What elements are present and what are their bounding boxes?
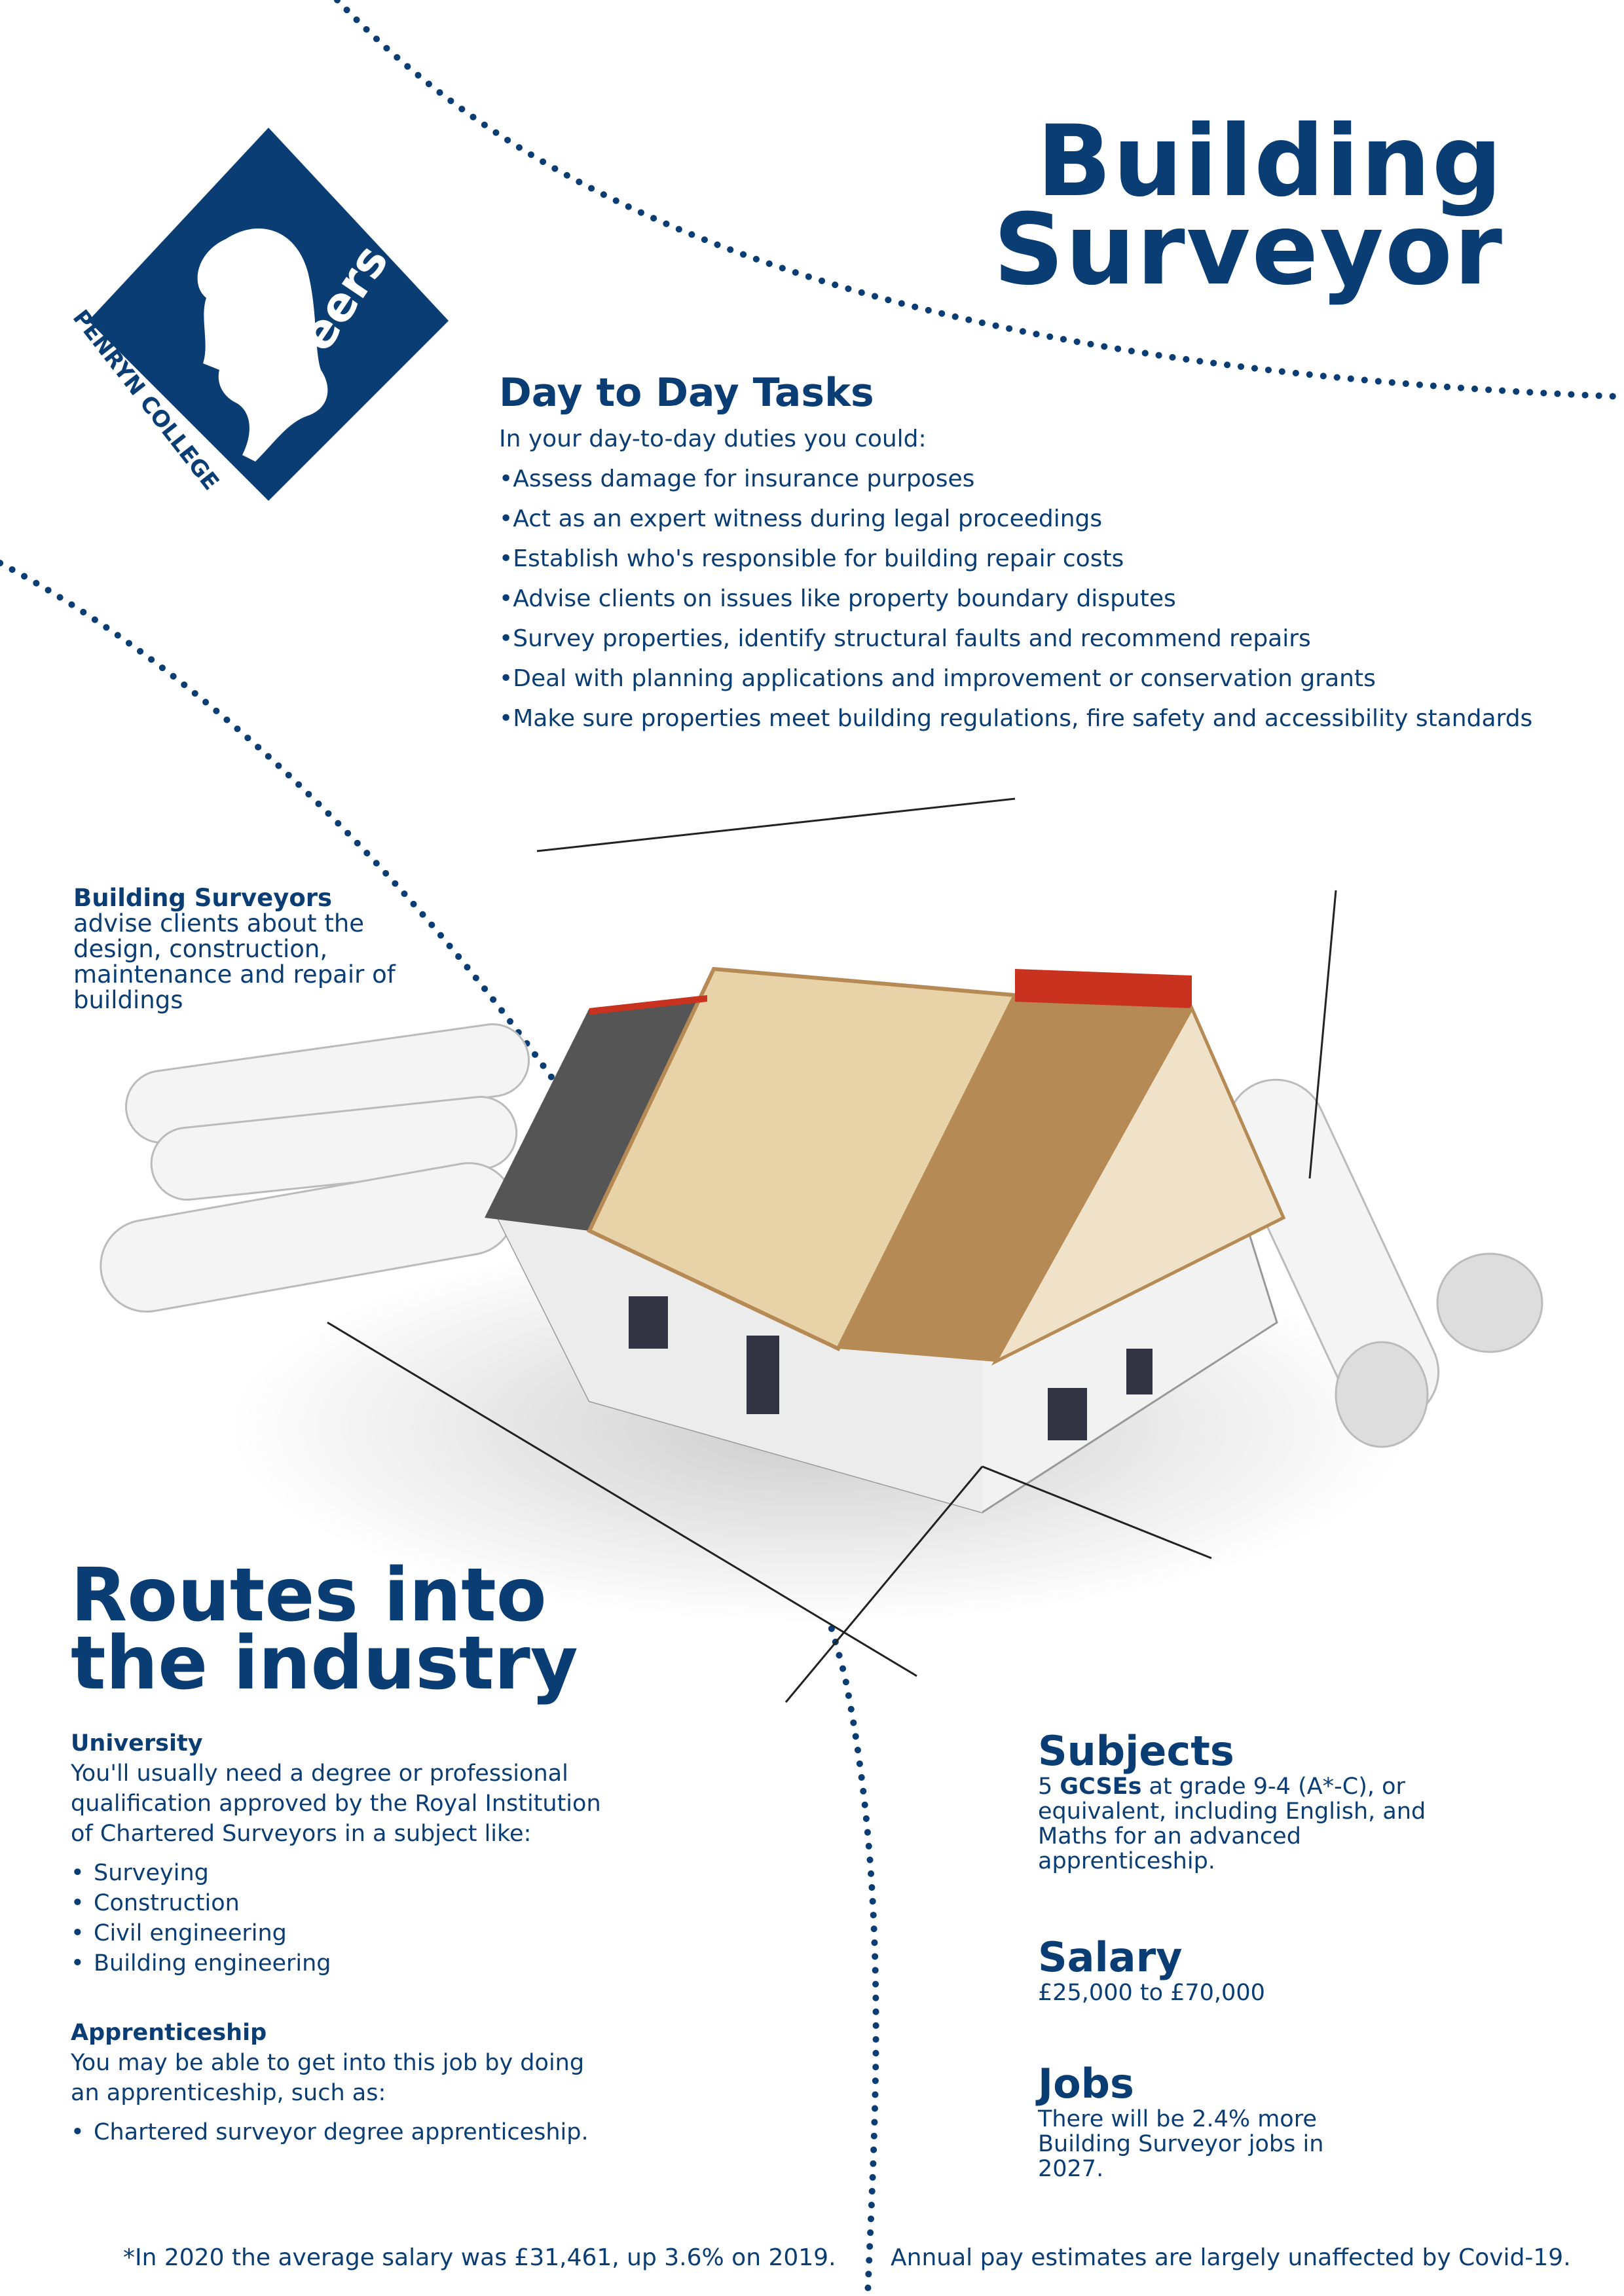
salary-section: Salary £25,000 to £70,000 (1038, 1933, 1575, 2006)
apprenticeship-text: You may be able to get into this job by … (71, 2050, 585, 2106)
building-surveyors-intro: Building Surveyors advise clients about … (73, 885, 401, 1013)
list-item: Chartered surveyor degree apprenticeship… (71, 2117, 608, 2147)
subjects-pre: 5 (1038, 1774, 1060, 1800)
list-item: Building engineering (71, 1948, 608, 1978)
footer-salary-note: *In 2020 the average salary was £31,461,… (123, 2244, 836, 2271)
tasks-heading: Day to Day Tasks (499, 370, 874, 416)
subjects-text: 5 GCSEs at grade 9-4 (A*-C), or equivale… (1038, 1774, 1457, 1874)
footer-covid-note: Annual pay estimates are largely unaffec… (891, 2244, 1571, 2271)
university-heading: University (71, 1730, 203, 1757)
apprenticeship-list: Chartered surveyor degree apprenticeship… (71, 2117, 608, 2147)
list-item: Deal with planning applications and impr… (499, 659, 1532, 699)
house-illustration (100, 797, 1543, 1703)
list-item: Civil engineering (71, 1918, 608, 1948)
subjects-bold: GCSEs (1060, 1774, 1142, 1800)
jobs-text: There will be 2.4% more Building Surveyo… (1038, 2106, 1324, 2182)
subjects-rest: at grade 9-4 (A*-C), or equivalent, incl… (1038, 1774, 1426, 1874)
list-item: Make sure properties meet building regul… (499, 699, 1532, 738)
roof-tiles (485, 995, 707, 1231)
blueprint-rolls-right (1225, 1078, 1543, 1448)
routes-details: University You'll usually need a degree … (71, 1728, 608, 2187)
list-item: Survey properties, identify structural f… (499, 619, 1532, 659)
jobs-heading: Jobs (1038, 2060, 1134, 2107)
blueprint-rolls-left (100, 1023, 530, 1313)
jobs-section: Jobs There will be 2.4% more Building Su… (1038, 2060, 1339, 2182)
subjects-section: Subjects 5 GCSEs at grade 9-4 (A*-C), or… (1038, 1728, 1457, 1874)
profile-silhouette-icon (197, 228, 328, 462)
routes-heading-line-2: the industry (71, 1621, 578, 1706)
tasks-list: Assess damage for insurance purposes Act… (499, 459, 1532, 738)
house (485, 966, 1286, 1514)
intro-text: advise clients about the design, constru… (73, 909, 396, 1014)
title-line-1: Building (1037, 105, 1504, 219)
tasks-intro: In your day-to-day duties you could: (499, 426, 927, 452)
list-item: Advise clients on issues like property b… (499, 579, 1532, 619)
list-item: Establish who's responsible for building… (499, 539, 1532, 579)
roof-boarding (838, 995, 1192, 1362)
page-title: Building Surveyor (993, 105, 1504, 307)
subjects-heading: Subjects (1038, 1727, 1234, 1775)
list-item: Act as an expert witness during legal pr… (499, 499, 1532, 539)
day-to-day-tasks-section: Day to Day Tasks In your day-to-day duti… (499, 367, 1532, 738)
routes-heading-line-1: Routes into (71, 1553, 547, 1638)
university-text: You'll usually need a degree or professi… (71, 1760, 601, 1847)
title-line-2: Surveyor (993, 193, 1504, 307)
university-subjects-list: Surveying Construction Civil engineering… (71, 1858, 608, 1978)
list-item: Construction (71, 1888, 608, 1918)
salary-heading: Salary (1038, 1933, 1183, 1981)
list-item: Assess damage for insurance purposes (499, 459, 1532, 499)
intro-bold: Building Surveyors (73, 884, 333, 912)
penryn-college-careers-logo: Careers PENRYN COLLEGE (67, 128, 449, 501)
list-item: Surveying (71, 1858, 608, 1888)
salary-text: £25,000 to £70,000 (1038, 1980, 1265, 2006)
routes-heading: Routes into the industry (71, 1553, 578, 1706)
apprenticeship-heading: Apprenticeship (71, 2020, 267, 2046)
sketch-dimension-lines (327, 797, 1337, 1703)
